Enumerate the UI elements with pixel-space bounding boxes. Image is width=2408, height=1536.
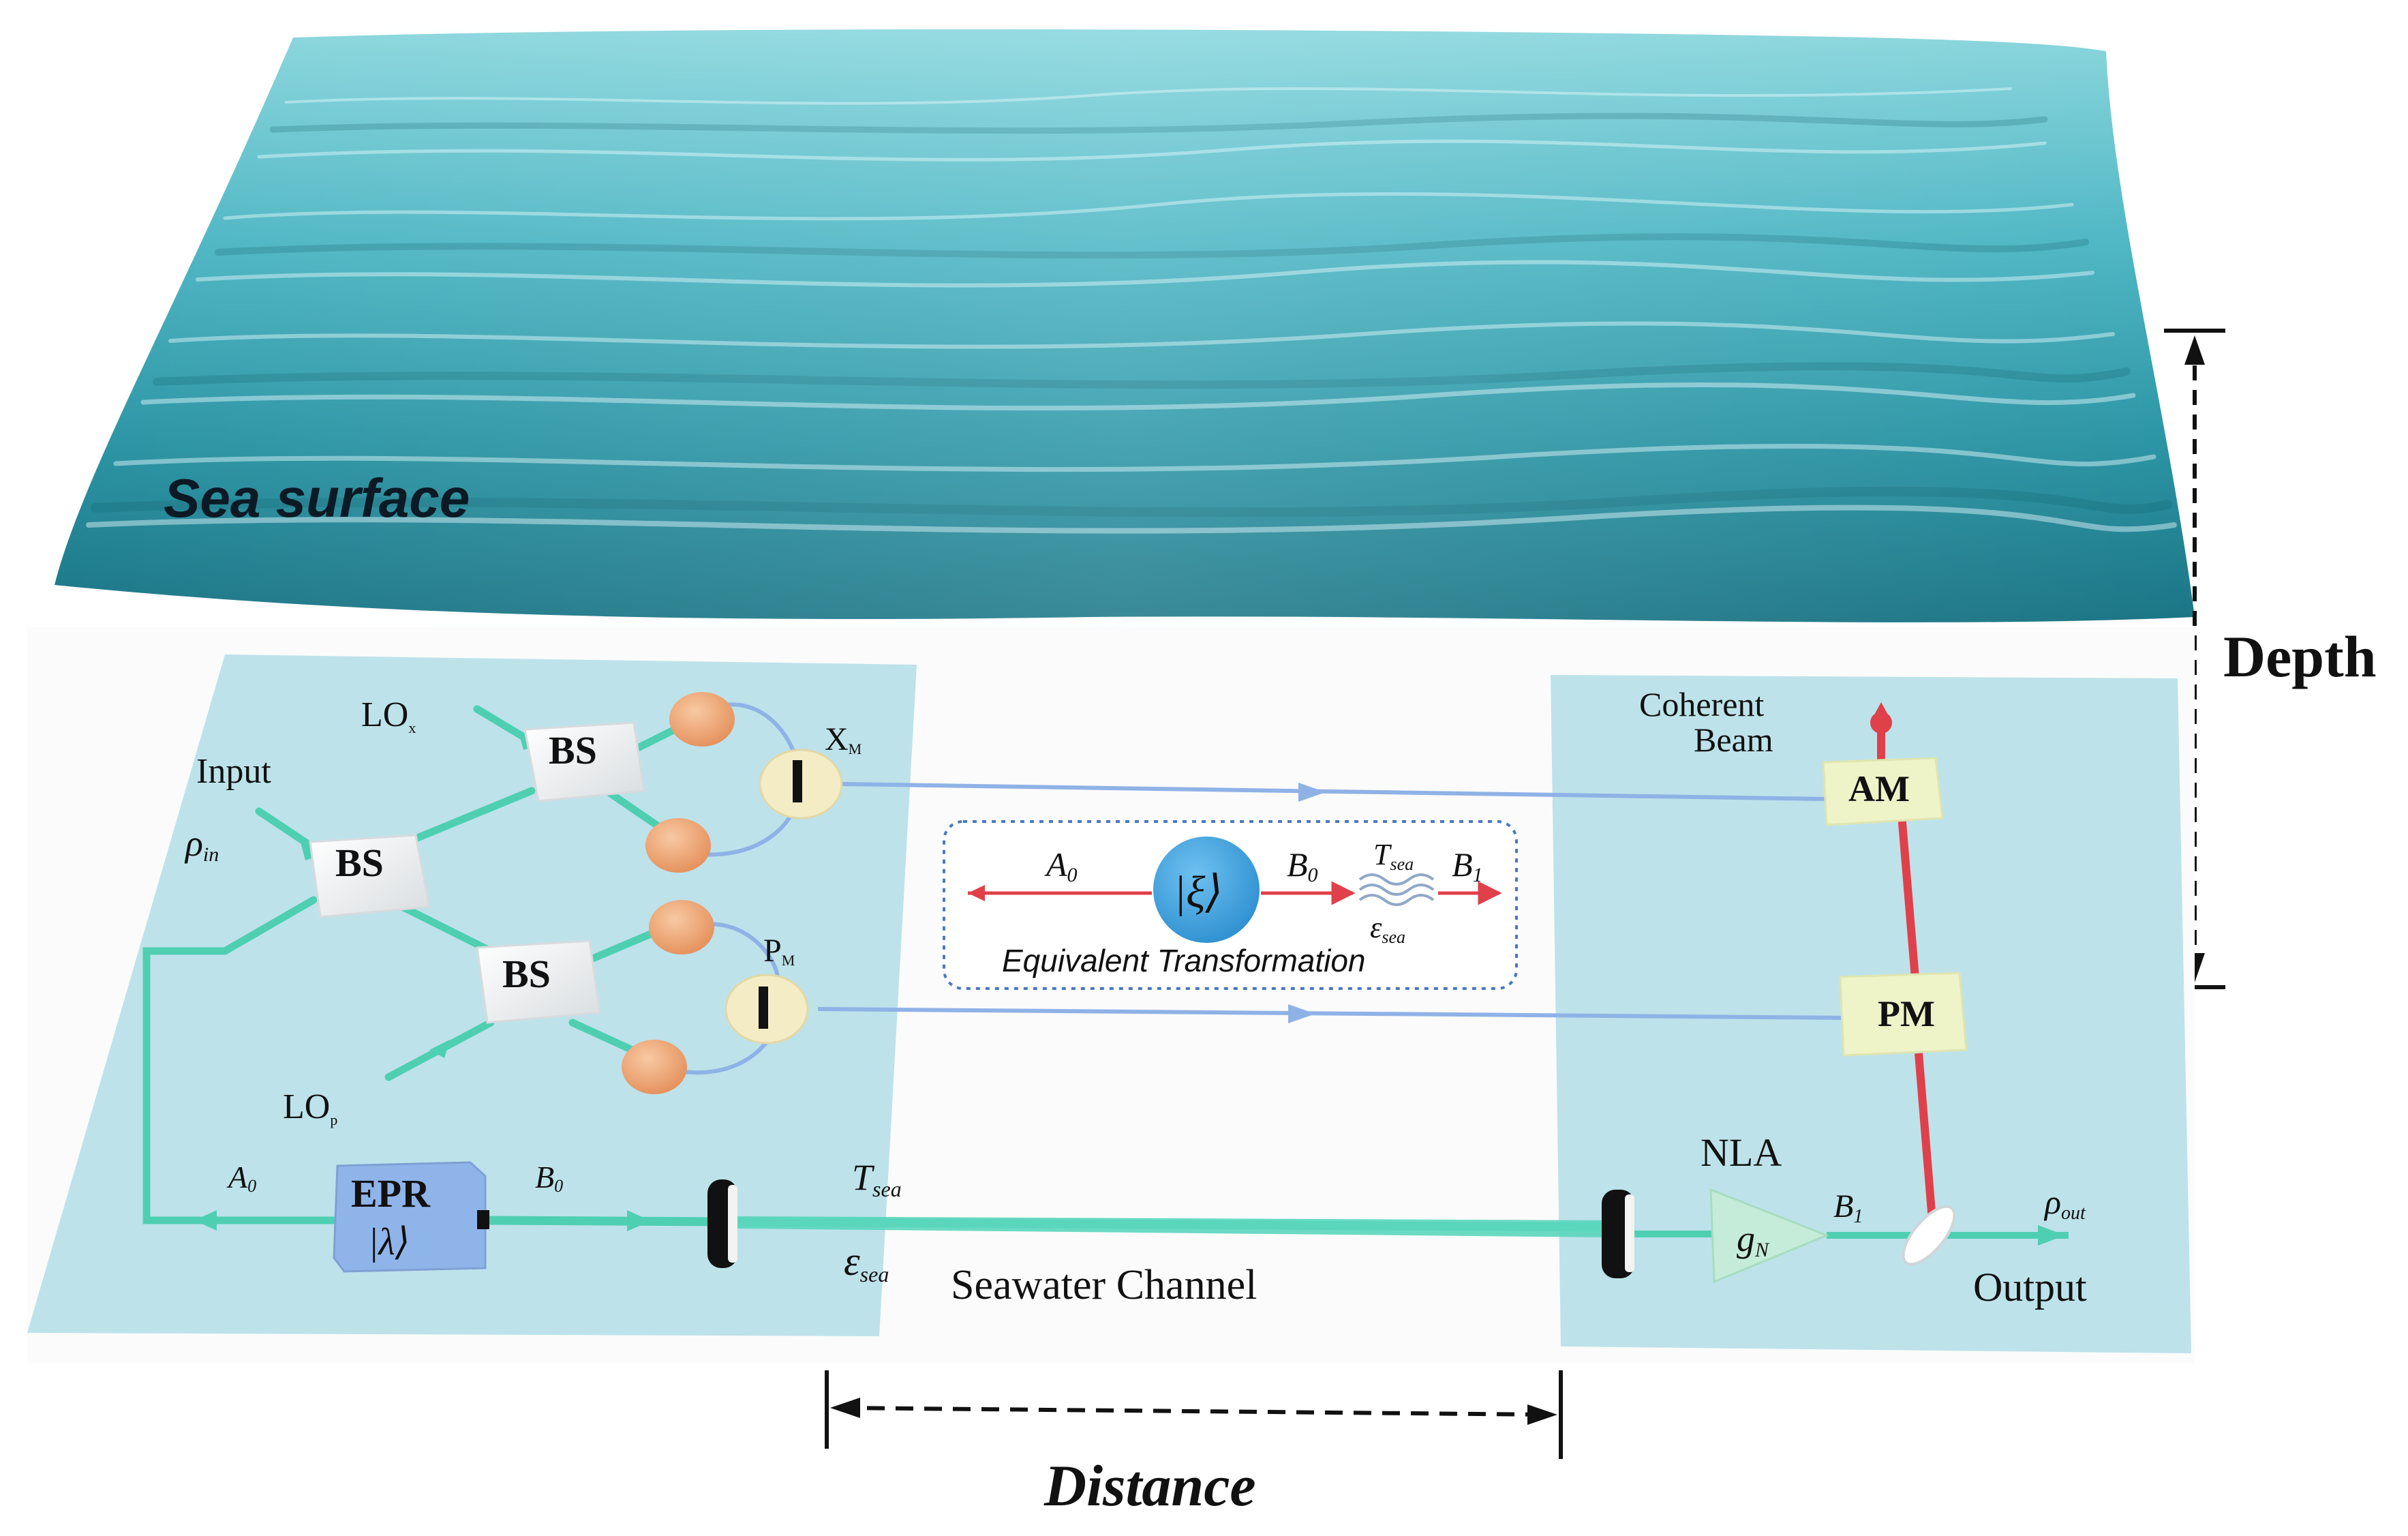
detector-lower-2	[622, 1040, 687, 1094]
bs-label-3: BS	[502, 952, 551, 996]
xi-state-label: |ξ⟩	[1174, 867, 1223, 917]
channel-beam-widened	[736, 1216, 1609, 1237]
epr-label: EPR	[351, 1171, 431, 1216]
rho-in-label: ρin	[184, 823, 219, 866]
b0-label: B0	[535, 1160, 563, 1196]
sea-surface-label: Sea surface	[164, 468, 470, 528]
depth-label: Depth	[2223, 624, 2377, 689]
coherent-beam-label-line1: Coherent	[1639, 685, 1764, 723]
bs-label-1: BS	[335, 841, 384, 885]
detector-upper-1	[669, 692, 735, 747]
pm-meter	[725, 974, 809, 1044]
pm-label: PM	[1878, 993, 1935, 1034]
inset-caption: Equivalent Transformation	[1002, 943, 1366, 978]
inset-b0-label: B0	[1287, 845, 1318, 886]
depth-indicator: Depth	[2164, 329, 2377, 989]
phase-modulator: PM	[1839, 972, 1968, 1057]
noise-wave-icon	[1358, 873, 1435, 906]
p-m-label: PM	[763, 933, 795, 969]
inset-a0-label: A0	[1044, 845, 1078, 886]
amplitude-modulator: AM	[1822, 757, 1944, 826]
distance-indicator: Distance	[825, 1370, 1563, 1518]
g-n-label: gN	[1737, 1218, 1770, 1261]
beam-splitter-2: BS	[523, 721, 645, 802]
output-label: Output	[1973, 1265, 2087, 1310]
nla-label: NLA	[1701, 1130, 1782, 1175]
inset-b1-label: B1	[1452, 845, 1483, 886]
lo-x-label: LOx	[361, 695, 416, 736]
eps-sea-label: εsea	[844, 1239, 889, 1286]
epr-state: |λ⟩	[368, 1221, 410, 1263]
nla-amplifier: NLA gN	[1701, 1130, 1830, 1284]
sea-surface: Sea surface	[55, 27, 2195, 627]
beam-splitter-3: BS	[476, 939, 601, 1024]
epr-source: EPR |λ⟩	[333, 1161, 489, 1273]
channel-lens-right	[1602, 1190, 1634, 1278]
am-label: AM	[1848, 768, 1910, 809]
b1-label: B1	[1833, 1188, 1863, 1227]
bs-label-2: BS	[549, 728, 597, 772]
inset-eps-sea-label: εsea	[1370, 911, 1405, 947]
detector-lower-1	[649, 900, 714, 954]
xi-state-circle	[1153, 837, 1260, 943]
distance-label: Distance	[1043, 1453, 1256, 1518]
xm-meter	[759, 749, 843, 819]
coherent-beam-label-line2: Beam	[1694, 721, 1773, 759]
seawater-channel-label: Seawater Channel	[951, 1262, 1257, 1308]
t-sea-label: Tsea	[852, 1157, 902, 1201]
detector-upper-2	[645, 818, 711, 873]
a0-label: A0	[226, 1160, 256, 1196]
rho-out-label: ρout	[2043, 1183, 2086, 1224]
receiver-beam-combiner	[1902, 1205, 1956, 1266]
input-label: Input	[196, 752, 271, 791]
classical-arrow-x	[1298, 783, 1326, 802]
lo-p-label: LOp	[283, 1087, 337, 1128]
x-m-label: XM	[825, 721, 862, 757]
classical-arrow-p	[1288, 1004, 1315, 1023]
photodetectors	[622, 692, 735, 1094]
equivalent-transformation-inset: |ξ⟩ A0 B0 Tsea B1 εsea Equivalent Transf…	[943, 820, 1518, 990]
inset-t-sea-label: Tsea	[1373, 838, 1414, 874]
classical-lines	[817, 782, 1844, 1020]
beam-splitter-1: BS	[309, 834, 431, 918]
channel-lens-left	[707, 1179, 737, 1268]
